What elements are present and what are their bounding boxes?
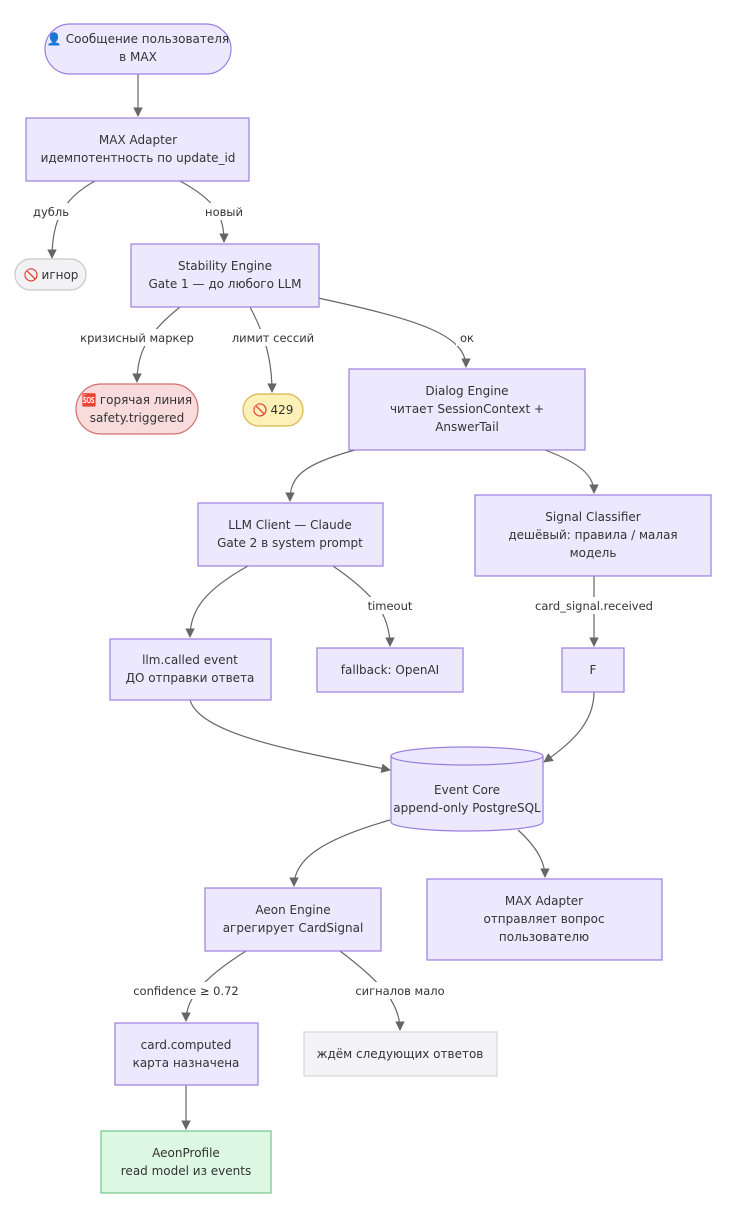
node-user-message: 👤 Сообщение пользователя в MAX [44,23,232,75]
edge-dialog-to-llm [285,449,356,502]
max-adapter-in-subtitle: идемпотентность по update_id [41,151,236,165]
edge-label-ok: ок [460,331,474,345]
node-fallback: fallback: OpenAI [316,647,464,693]
node-card-computed: card.computed карта назначена [114,1022,259,1086]
edge-stability-to-dialog [317,297,471,368]
llm-called-title: llm.called event [142,653,238,667]
sos-icon: 🆘 [82,393,97,407]
aeon-subtitle: агрегирует CardSignal [223,921,364,935]
node-f: F [561,647,625,693]
user-icon: 👤 [47,32,62,46]
node-hotline: 🆘горячая линия safety.triggered [75,383,199,435]
hotline-subtitle: safety.triggered [90,411,184,425]
max-adapter-out-line3: пользователю [499,930,589,944]
edge-label-card-signal: card_signal.received [535,599,653,613]
limit-label: 429 [271,403,294,417]
max-adapter-out-line2: отправляет вопрос [483,912,604,926]
edge-stability-to-limit [249,306,277,393]
node-llm-client: LLM Client — Claude Gate 2 в system prom… [197,502,384,567]
stability-subtitle: Gate 1 — до любого LLM [149,277,302,291]
profile-subtitle: read model из events [121,1164,251,1178]
classifier-line2: дешёвый: правила / малая [508,528,677,542]
edge-core-to-aeon [289,819,391,887]
node-limit-429: 🚫429 [242,393,304,427]
wait-label: ждём следующих ответов [317,1047,484,1061]
edge-label-duplicate: дубль [33,205,69,219]
aeon-title: Aeon Engine [255,903,330,917]
block-icon: 🚫 [253,403,268,417]
llm-client-title: LLM Client — Claude [228,518,352,532]
event-core-title: Event Core [434,783,500,797]
user-message-line2: в MAX [119,50,157,64]
block-icon: 🚫 [24,268,39,282]
max-adapter-in-title: MAX Adapter [99,133,177,147]
node-llm-called: llm.called event ДО отправки ответа [109,638,272,701]
edge-label-timeout: timeout [368,599,413,613]
edge-dialog-to-classifier [544,449,599,494]
profile-title: AeonProfile [152,1146,220,1160]
edge-f-to-core [543,691,595,763]
edge-label-new: новый [205,205,243,219]
node-dialog-engine: Dialog Engine читает SessionContext + An… [348,368,586,451]
card-computed-title: card.computed [141,1038,232,1052]
fallback-label: fallback: OpenAI [341,663,439,677]
edge-core-to-maxout [517,829,550,878]
node-aeon-engine: Aeon Engine агрегирует CardSignal [204,887,382,952]
node-aeon-profile: AeonProfile read model из events [100,1130,272,1194]
classifier-title: Signal Classifier [545,510,641,524]
edge-label-few-signals: сигналов мало [355,984,444,998]
edge-label-confidence: confidence ≥ 0.72 [133,984,239,998]
max-adapter-out-title: MAX Adapter [505,894,583,908]
edge-llm-to-llmcalled [185,565,249,638]
edge-label-crisis-marker: кризисный маркер [80,331,194,345]
node-stability-engine: Stability Engine Gate 1 — до любого LLM [130,243,320,308]
node-event-core: Event Core append-only PostgreSQL [390,746,544,832]
svg-text:🆘горячая линия: 🆘горячая линия [82,393,192,407]
dialog-line2: читает SessionContext + [390,402,544,416]
card-computed-subtitle: карта назначена [133,1056,240,1070]
node-max-adapter-out: MAX Adapter отправляет вопрос пользовате… [426,878,663,961]
user-message-line1: Сообщение пользователя [66,32,229,46]
f-label: F [590,663,597,677]
node-signal-classifier: Signal Classifier дешёвый: правила / мал… [474,494,712,577]
node-wait: ждём следующих ответов [303,1031,498,1077]
dialog-title: Dialog Engine [425,384,508,398]
event-core-subtitle: append-only PostgreSQL [393,801,541,815]
llm-called-subtitle: ДО отправки ответа [126,671,255,685]
node-ignore: 🚫игнор [14,258,87,291]
edge-label-session-limit: лимит сессий [232,331,314,345]
classifier-line3: модель [570,546,617,560]
svg-text:🚫игнор: 🚫игнор [24,268,79,282]
hotline-title: горячая линия [100,393,192,407]
node-max-adapter-in: MAX Adapter идемпотентность по update_id [25,117,250,182]
llm-client-subtitle: Gate 2 в system prompt [217,536,363,550]
edge-llmcalled-to-core [189,699,391,774]
dialog-line3: AnswerTail [435,420,499,434]
svg-text:🚫429: 🚫429 [253,403,294,417]
svg-text:👤Сообщение пользователя: 👤 Сообщение пользователя [47,32,229,46]
stability-title: Stability Engine [178,259,272,273]
ignore-label: игнор [42,268,79,282]
